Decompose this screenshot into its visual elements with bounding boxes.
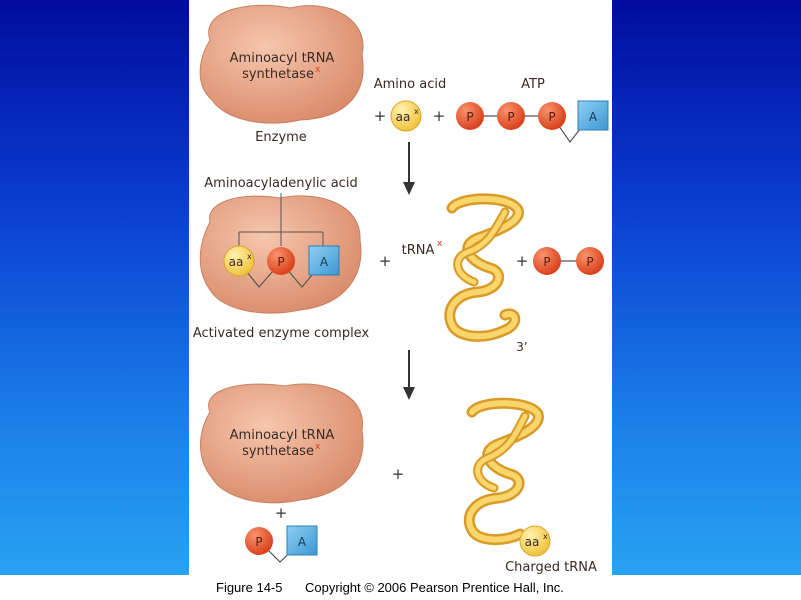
adenosine-text: A: [589, 110, 598, 124]
phosphate-text: P: [586, 255, 593, 269]
phosphate-text: P: [507, 110, 514, 124]
charged-trna-label: Charged tRNA: [505, 560, 597, 575]
phosphate-circle: [245, 527, 273, 555]
plus-sign: +: [379, 252, 392, 270]
phosphate-circle: [267, 247, 295, 275]
amino-acid-circle: [519, 525, 551, 557]
trna-sup: x: [437, 239, 443, 249]
amino-acid-circle: [223, 245, 255, 277]
amino-acid-sup: x: [247, 252, 252, 261]
amino-acid-sup: x: [543, 532, 548, 541]
amino-acid-text: aa: [396, 110, 411, 124]
slide-footer: [0, 575, 801, 600]
phosphate-text: P: [548, 110, 555, 124]
trna-ribbon-bottom: [463, 397, 544, 545]
enzyme-caption: Enzyme: [255, 130, 307, 145]
adenosine-box: [286, 525, 318, 556]
enzyme-sup-bottom: x: [315, 442, 321, 452]
adenosine-text: A: [320, 255, 329, 269]
trna-ribbon-middle: [444, 193, 524, 342]
amino-acid-sup: x: [414, 107, 419, 116]
phosphate-text: P: [255, 535, 262, 549]
adenosine-box: [577, 100, 609, 131]
phosphate-circle: [497, 102, 525, 130]
plus-sign: +: [392, 465, 405, 483]
enzyme-name-line1-bottom: Aminoacyl tRNA: [230, 428, 335, 443]
plus-sign: +: [433, 107, 446, 125]
enzyme-blob-bottom: [200, 383, 364, 504]
figure-label: Figure 14-5: [216, 580, 283, 595]
enzyme-blob-top: [199, 4, 364, 124]
phosphate-circle: [538, 102, 566, 130]
amino-acid-circle: [390, 100, 422, 132]
phosphate-text: P: [466, 110, 473, 124]
amino-acid-label: Amino acid: [374, 77, 446, 92]
enzyme-name-line1-top: Aminoacyl tRNA: [230, 51, 335, 66]
plus-sign: +: [374, 107, 387, 125]
copyright-text: Copyright © 2006 Pearson Prentice Hall, …: [305, 580, 564, 595]
complex-caption: Activated enzyme complex: [193, 326, 370, 341]
amino-acid-text: aa: [525, 535, 540, 549]
enzyme-name-line2-bottom: synthetase: [242, 444, 314, 459]
adenosine-box: [308, 245, 340, 276]
phosphate-circle: [533, 247, 561, 275]
plus-sign: +: [516, 252, 529, 270]
phosphate-circle: [456, 102, 484, 130]
atp-label: ATP: [521, 77, 545, 92]
phosphate-circle: [576, 247, 604, 275]
amino-acid-text: aa: [229, 255, 244, 269]
adenosine-text: A: [298, 535, 307, 549]
phosphate-text: P: [543, 255, 550, 269]
enzyme-name-line2-top: synthetase: [242, 67, 314, 82]
plus-sign: +: [275, 504, 288, 522]
intermediate-label: Aminoacyladenylic acid: [204, 176, 357, 191]
reaction-arrowhead-1: [403, 182, 415, 195]
phosphate-text: P: [277, 255, 284, 269]
reaction-arrowhead-2: [403, 387, 415, 400]
trna-label: tRNA: [402, 243, 435, 258]
enzyme-sup-top: x: [315, 65, 321, 75]
three-prime-label: 3’: [516, 340, 527, 354]
